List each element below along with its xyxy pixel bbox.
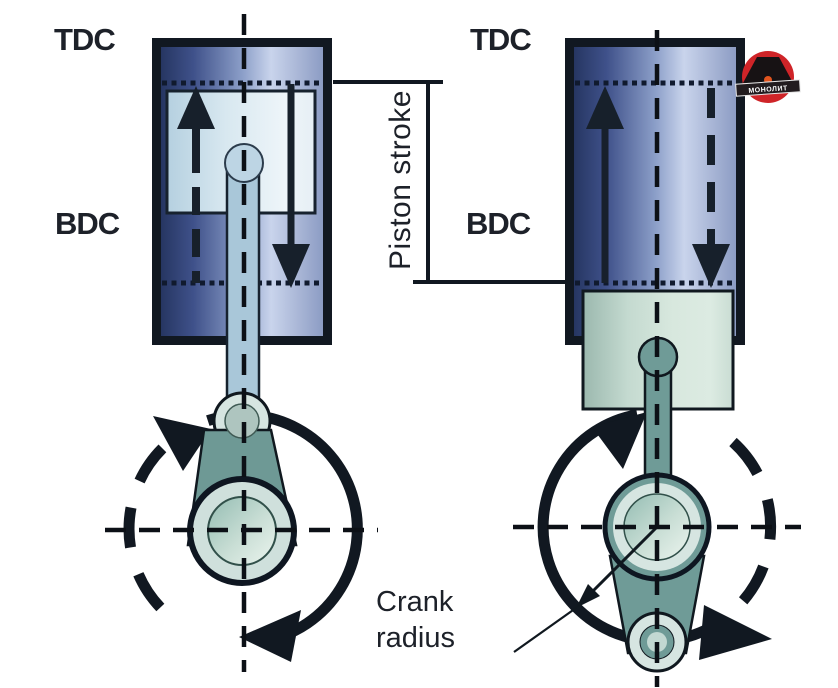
- left-up-arrow: [177, 86, 215, 283]
- piston-stroke-bracket: [333, 80, 566, 284]
- logo-banner-text: МОНОЛИТ: [748, 85, 788, 95]
- crank-radius-arrow: [513, 525, 659, 653]
- right-bdc-label: BDC: [466, 206, 531, 241]
- monolith-m-logo: МОНОЛИТ: [735, 51, 801, 103]
- right-up-arrow: [586, 86, 624, 283]
- logo-banner: МОНОЛИТ: [735, 79, 801, 97]
- right-down-arrow: [692, 88, 730, 288]
- left-rotation-arrowhead-top: [153, 416, 211, 471]
- left-tdc-label: TDC: [54, 22, 116, 57]
- left-down-arrow: [272, 84, 310, 288]
- piston-stroke-label: Piston stroke: [384, 90, 417, 270]
- right-tdc-label: TDC: [470, 22, 532, 57]
- right-rotation-dashed-arc: [718, 437, 777, 625]
- logo-m-shape: [743, 57, 793, 83]
- left-rotation-arrowhead-bottom: [239, 610, 301, 662]
- crank-radius-label: Crank radius: [376, 586, 455, 654]
- right-rotation-arrowhead-bottom: [699, 605, 772, 660]
- right-rotation-arrowhead-top: [592, 412, 647, 469]
- left-bdc-label: BDC: [55, 206, 120, 241]
- left-rotation-dashed-arc: [123, 444, 167, 614]
